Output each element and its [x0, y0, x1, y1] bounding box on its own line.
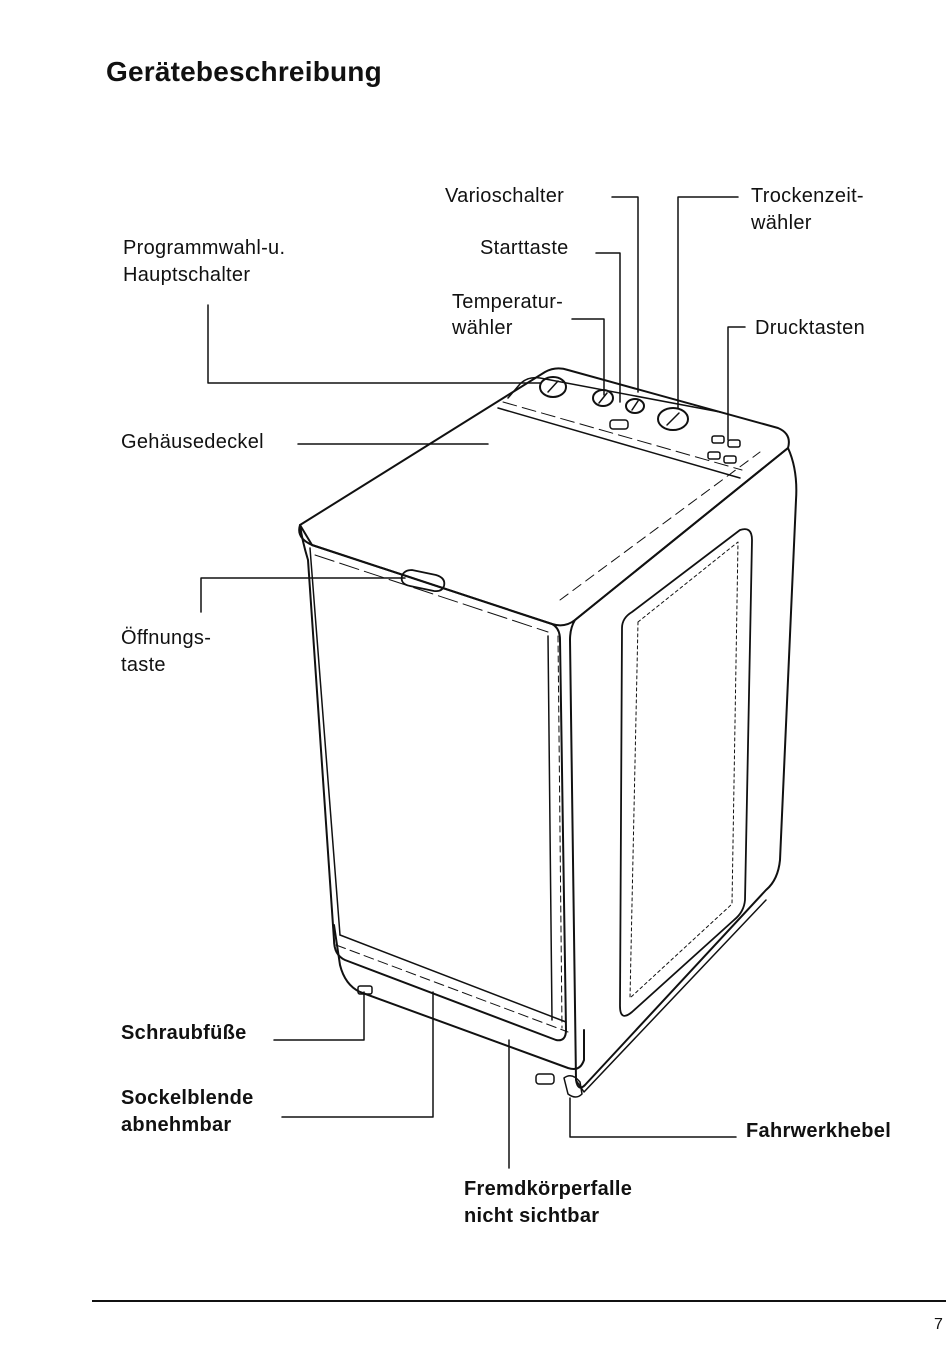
foot-left: [357, 985, 373, 995]
label-schraubfuesse: Schraubfüße: [121, 1022, 247, 1044]
footer-rule: [92, 1300, 946, 1302]
leader-trockenzeit: [677, 196, 739, 409]
label-temperatur-line1: Temperatur-: [452, 291, 564, 313]
label-oeffnungstaste-line1: Öffnungs-: [121, 627, 212, 649]
leader-fahrwerkhebel: [569, 1097, 737, 1138]
knob-programmwahl: [539, 376, 567, 398]
leader-drucktasten: [727, 326, 746, 441]
label-fahrwerkhebel: Fahrwerkhebel: [746, 1120, 892, 1142]
leader-temperatur: [571, 318, 605, 396]
knob-temperatur: [592, 389, 614, 407]
label-oeffnungstaste-line2: taste: [121, 654, 166, 676]
label-programmwahl-line2: Hauptschalter: [123, 264, 251, 286]
control-panel-edge: [507, 376, 721, 413]
label-programmwahl-line1: Programmwahl-u.: [123, 237, 286, 259]
push-buttons: [707, 435, 741, 464]
label-sockelblende-line1: Sockelblende: [121, 1087, 254, 1109]
foot-right: [535, 1073, 555, 1085]
leader-sockelblende: [281, 991, 434, 1118]
label-gehaeusedeckel: Gehäusedeckel: [121, 431, 264, 453]
leader-oeffnungstaste: [200, 577, 406, 613]
knob-trockenzeit: [657, 407, 689, 431]
leader-lines: [200, 196, 746, 1169]
label-starttaste: Starttaste: [480, 237, 569, 259]
label-fremdkoerperfalle-line1: Fremdkörperfalle: [464, 1178, 633, 1200]
right-side-panel: [569, 447, 798, 1089]
side-inner-panel: [619, 528, 753, 1017]
label-trockenzeit-line1: Trockenzeit-: [751, 185, 864, 207]
wheel-lever: [563, 1075, 583, 1098]
machine-body: [298, 367, 798, 1098]
plinth: [333, 924, 585, 1070]
label-varioschalter: Varioschalter: [445, 185, 565, 207]
page-number: 7: [934, 1316, 943, 1333]
label-fremdkoerperfalle-line2: nicht sichtbar: [464, 1205, 600, 1227]
leader-programmwahl: [207, 304, 541, 384]
label-sockelblende-line2: abnehmbar: [121, 1114, 232, 1136]
control-panel-dash: [502, 401, 743, 471]
opening-button: [400, 569, 446, 593]
knob-vario: [625, 398, 645, 414]
top-lid-shape: [298, 367, 790, 627]
label-drucktasten: Drucktasten: [755, 317, 866, 339]
page-title: Gerätebeschreibung: [106, 56, 382, 87]
front-panel: [299, 524, 567, 1042]
label-temperatur-line2: wähler: [452, 317, 513, 339]
leader-starttaste: [595, 252, 621, 403]
leader-schraubfuesse: [273, 991, 365, 1041]
control-panel-front: [497, 407, 741, 479]
leader-varioschalter: [611, 196, 639, 393]
label-trockenzeit-line2: wähler: [751, 212, 812, 234]
start-button: [609, 419, 629, 430]
